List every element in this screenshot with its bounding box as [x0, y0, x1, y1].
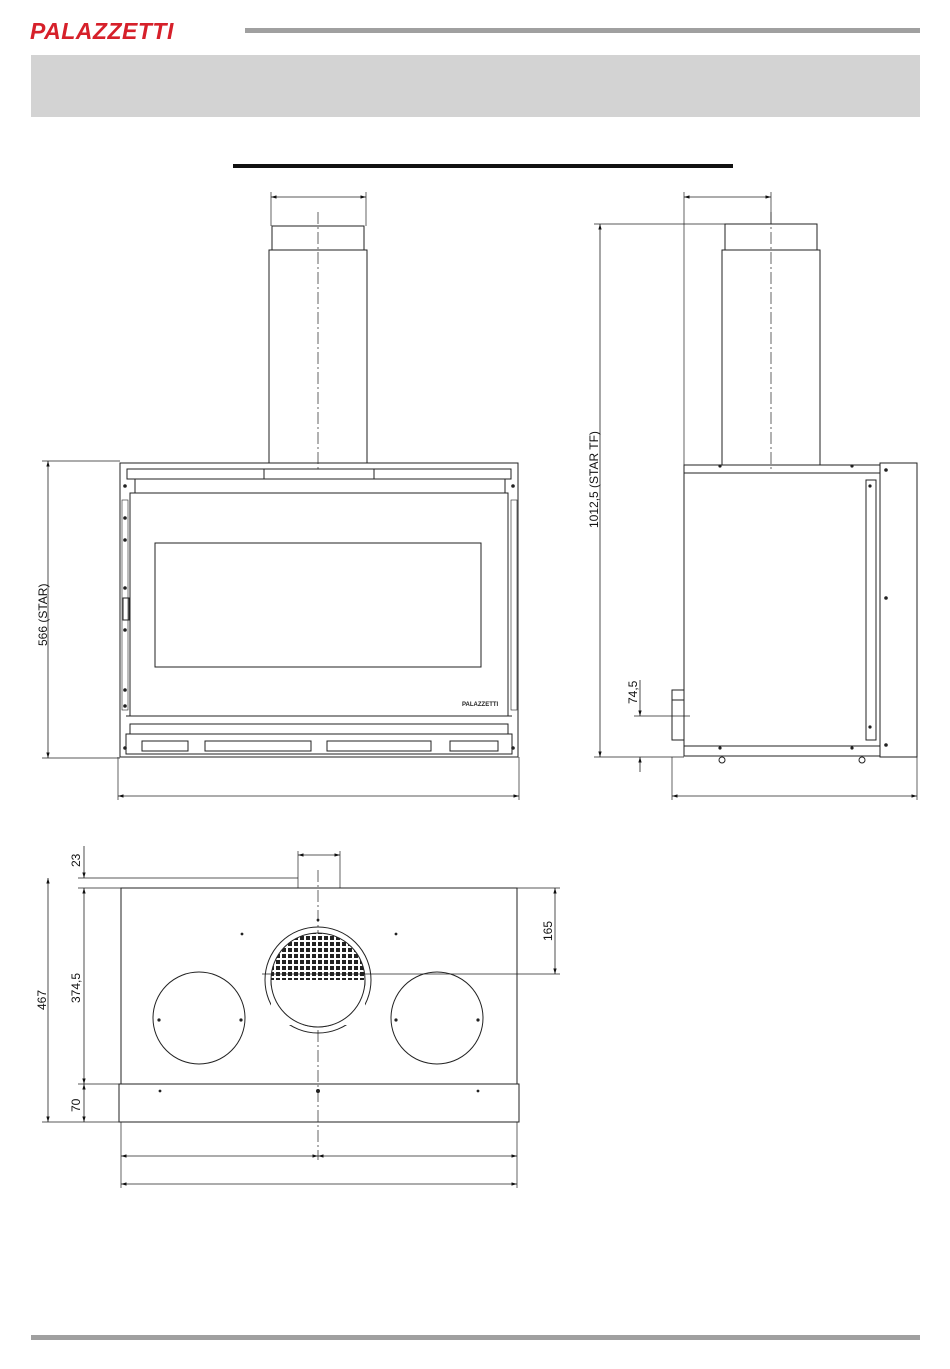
side-height-label: 1012,5 (STAR TF)	[587, 431, 601, 528]
front-height-label: 566 (STAR)	[36, 584, 50, 646]
top-depth-total-label: 467	[35, 990, 49, 1010]
front-glass	[155, 543, 481, 667]
front-view: PALAZZETTI	[42, 192, 519, 800]
top-right-duct	[391, 972, 483, 1064]
side-body	[684, 473, 880, 746]
top-collar-offset-label: 23	[69, 853, 83, 867]
front-door	[130, 493, 508, 716]
side-offset-label: 74,5	[626, 680, 640, 704]
top-flue-offset-label: 165	[541, 921, 555, 941]
top-depth-front-label: 70	[69, 1098, 83, 1112]
front-body	[120, 463, 518, 757]
footer-rule	[31, 1335, 920, 1340]
side-front-frame	[880, 463, 917, 757]
side-air-inlet	[672, 690, 684, 740]
side-view	[594, 192, 917, 800]
door-brand-mark: PALAZZETTI	[462, 702, 499, 708]
top-depth-body-label: 374,5	[69, 973, 83, 1003]
top-left-duct	[153, 972, 245, 1064]
top-view	[42, 846, 560, 1188]
